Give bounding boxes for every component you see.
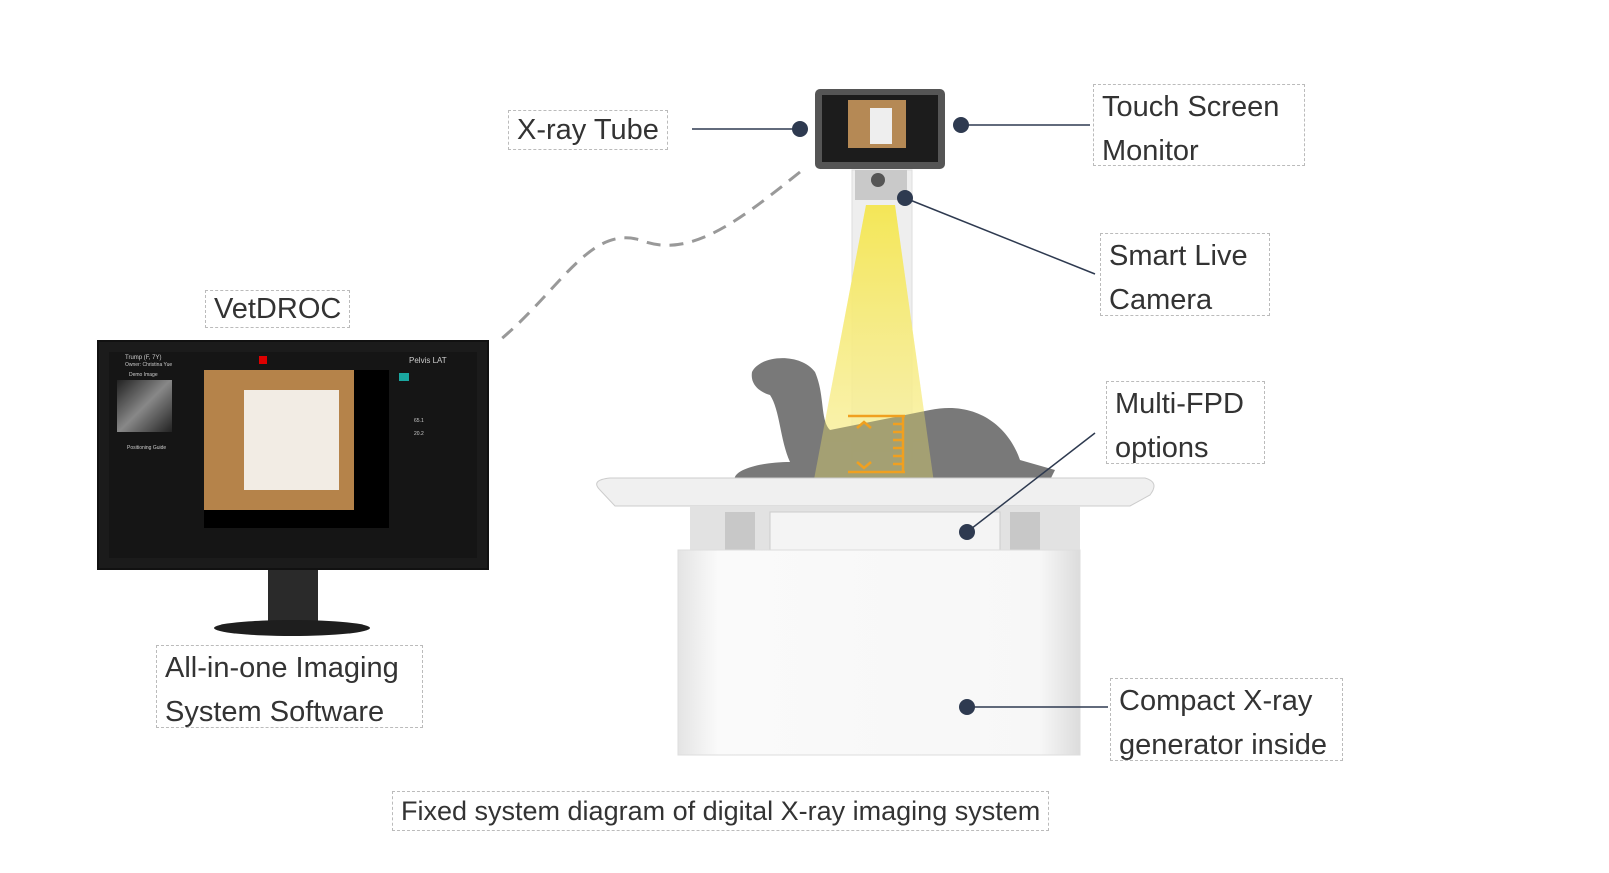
ruler-marks: [848, 414, 905, 474]
label-line: Smart Live: [1109, 240, 1248, 272]
monitor-stand: [268, 570, 318, 625]
label-smart-camera: Smart Live Camera: [1100, 233, 1270, 316]
stop-icon: [259, 356, 267, 364]
label-generator: Compact X-ray generator inside: [1110, 678, 1343, 761]
label-line: generator inside: [1119, 729, 1327, 761]
label-multi-fpd: Multi-FPD options: [1106, 381, 1265, 464]
label-xray-tube: X-ray Tube: [508, 110, 668, 150]
camera-view: [204, 370, 389, 528]
pose-button: [399, 373, 409, 381]
vetdroc-monitor: Trump (F, 7Y) Owner: Christina Yue Pelvi…: [97, 340, 489, 570]
view-name: Pelvis LAT: [409, 356, 447, 365]
label-software: All-in-one Imaging System Software: [156, 645, 423, 728]
label-touch-screen: Touch Screen Monitor: [1093, 84, 1305, 167]
kv-value: 65.1: [414, 418, 424, 424]
label-line: Compact X-ray: [1119, 685, 1313, 717]
owner-name: Owner: Christina Yue: [125, 362, 173, 368]
label-line: Multi-FPD: [1115, 388, 1244, 420]
diagram-caption: Fixed system diagram of digital X-ray im…: [392, 791, 1050, 831]
label-line: Monitor: [1102, 135, 1199, 167]
label-line: System Software: [165, 696, 385, 728]
generator-cabinet: [677, 549, 1081, 756]
label-line: All-in-one Imaging: [165, 652, 399, 684]
demo-xray: [117, 380, 172, 432]
demo-image-label: Demo Image: [129, 372, 158, 378]
connection-dashed-line: [499, 170, 801, 342]
dog-silhouette: [734, 358, 1055, 482]
mas-value: 20.2: [414, 431, 424, 437]
software-screen: Trump (F, 7Y) Owner: Christina Yue Pelvi…: [109, 352, 477, 558]
label-line: Camera: [1109, 284, 1213, 316]
table-top: [596, 477, 1155, 507]
label-line: Touch Screen: [1102, 91, 1280, 123]
pointer-dots: [792, 117, 975, 715]
positioning-guide: Positioning Guide: [127, 445, 167, 451]
patient-name: Trump (F, 7Y): [125, 355, 162, 361]
label-line: options: [1115, 432, 1209, 464]
label-vetdroc: VetDROC: [205, 290, 351, 328]
camera-lens: [871, 173, 885, 187]
